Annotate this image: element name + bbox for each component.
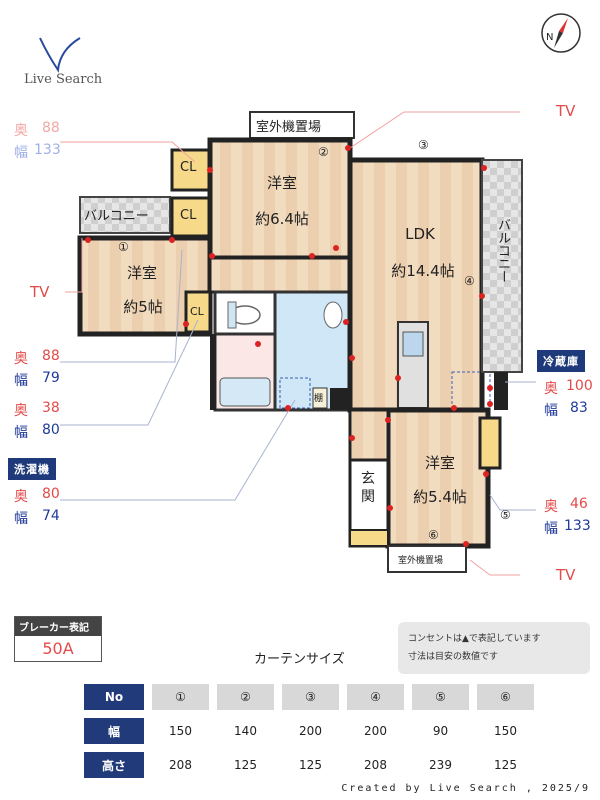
dim-washer-depth: 80 <box>42 486 60 502</box>
notes-box: コンセントは▲で表記しています 寸法は目安の数値です <box>398 622 590 674</box>
dim-fridge-depth-label: 奥 <box>544 381 558 397</box>
curtain-height-cell: 208 <box>364 758 387 772</box>
closet-label-2: CL <box>180 208 197 223</box>
curtain-height-cell: 125 <box>299 758 322 772</box>
tv-label-bottom-right: TV <box>556 566 576 584</box>
curtain-no-cell: ② <box>217 684 274 710</box>
dim-low-left-depth: 38 <box>42 400 60 416</box>
curtain-header-no: No <box>84 684 144 710</box>
dim-washer-width-label: 幅 <box>14 511 28 527</box>
window-number-6: ⑥ <box>428 528 439 542</box>
dim-mid-left-depth: 88 <box>42 348 60 364</box>
dim-top-left-width: 133 <box>34 142 61 158</box>
dim-fridge-width: 83 <box>570 400 588 416</box>
window-number-2: ② <box>318 145 329 159</box>
fridge-tag: 冷蔵庫 <box>537 350 585 372</box>
breaker-box: ブレーカー表記 50A <box>14 616 102 662</box>
dim-top-left-width-label: 幅 <box>14 145 28 161</box>
curtain-height-cell: 239 <box>429 758 452 772</box>
room-western1-size: 約6.4帖 <box>255 210 309 228</box>
credit-text: Created by Live Search , 2025/9 <box>341 783 590 794</box>
window-number-1: ① <box>118 240 129 254</box>
dim-washer-width: 74 <box>42 508 60 524</box>
curtain-width-cell: 90 <box>432 724 449 738</box>
tv-label-left: TV <box>30 283 50 301</box>
curtain-width-cell: 150 <box>169 724 192 738</box>
dim-right-depth: 46 <box>570 496 588 512</box>
dim-low-left-depth-label: 奥 <box>14 403 28 419</box>
dim-washer-depth-label: 奥 <box>14 489 28 505</box>
room-western2-size: 約5帖 <box>123 298 163 316</box>
notes-line-2: 寸法は目安の数値です <box>408 652 499 662</box>
dim-right-depth-label: 奥 <box>544 499 558 515</box>
outdoor-unit-bottom-label: 室外機置場 <box>398 556 444 566</box>
dim-top-left-depth: 88 <box>42 120 60 136</box>
curtain-height-cell: 125 <box>494 758 517 772</box>
curtain-row-height: 高さ 208 125 125 208 239 125 <box>84 752 534 778</box>
dim-mid-left-depth-label: 奥 <box>14 351 28 367</box>
curtain-no-cell: ⑤ <box>412 684 469 710</box>
curtain-width-cell: 200 <box>364 724 387 738</box>
closet-label-1: CL <box>180 160 197 175</box>
curtain-no-cell: ③ <box>282 684 339 710</box>
dim-mid-left-width: 79 <box>42 370 60 386</box>
dim-fridge-width-label: 幅 <box>544 403 558 419</box>
curtain-row-width: 幅 150 140 200 200 90 150 <box>84 718 534 744</box>
room-ldk-size: 約14.4帖 <box>391 262 455 280</box>
dim-fridge-depth: 100 <box>566 378 593 394</box>
room-entrance: 玄関 <box>361 471 375 505</box>
curtain-width-cell: 200 <box>299 724 322 738</box>
room-western1-name: 洋室 <box>266 174 297 192</box>
curtain-width-cell: 150 <box>494 724 517 738</box>
dim-low-left-width: 80 <box>42 422 60 438</box>
room-ldk-name: LDK <box>405 225 435 243</box>
logo-mark-icon <box>39 37 81 73</box>
outdoor-unit-top-label: 室外機置場 <box>256 120 322 135</box>
curtain-header-width: 幅 <box>84 718 144 744</box>
tv-label-top-right: TV <box>556 102 576 120</box>
closet-label-3: CL <box>190 305 204 318</box>
breaker-label: ブレーカー表記 <box>15 617 101 636</box>
balcony-right-label: バルコニー <box>495 218 510 283</box>
dim-low-left-width-label: 幅 <box>14 425 28 441</box>
curtain-row-no: No ① ② ③ ④ ⑤ ⑥ <box>84 684 534 710</box>
compass-icon <box>541 13 581 53</box>
notes-line-1: コンセントは▲で表記しています <box>408 634 541 644</box>
curtain-no-cell: ① <box>152 684 209 710</box>
room-western3-name: 洋室 <box>424 454 455 472</box>
curtain-height-cell: 208 <box>169 758 192 772</box>
window-number-5: ⑤ <box>500 508 511 522</box>
curtain-no-cell: ⑥ <box>477 684 534 710</box>
compass-letter: N <box>546 32 554 43</box>
washer-tag: 洗濯機 <box>8 458 56 480</box>
breaker-value: 50A <box>42 639 74 658</box>
curtain-size-table: No ① ② ③ ④ ⑤ ⑥ 幅 150 140 200 200 90 150 … <box>76 676 542 786</box>
room-western3-size: 約5.4帖 <box>413 488 467 506</box>
window-number-3: ③ <box>418 138 429 152</box>
dim-mid-left-width-label: 幅 <box>14 373 28 389</box>
curtain-header-height: 高さ <box>84 752 144 778</box>
shelf-label: 棚 <box>314 394 324 404</box>
curtain-width-cell: 140 <box>234 724 257 738</box>
curtain-height-cell: 125 <box>234 758 257 772</box>
balcony-top-label: バルコニー <box>84 209 149 224</box>
logo-text: Live Search <box>24 72 103 87</box>
dim-right-width: 133 <box>564 518 591 534</box>
dim-right-width-label: 幅 <box>544 521 558 537</box>
curtain-no-cell: ④ <box>347 684 404 710</box>
dim-top-left-depth-label: 奥 <box>14 123 28 139</box>
window-number-4: ④ <box>464 274 475 288</box>
curtain-title: カーテンサイズ <box>254 652 345 667</box>
room-western2-name: 洋室 <box>126 264 157 282</box>
